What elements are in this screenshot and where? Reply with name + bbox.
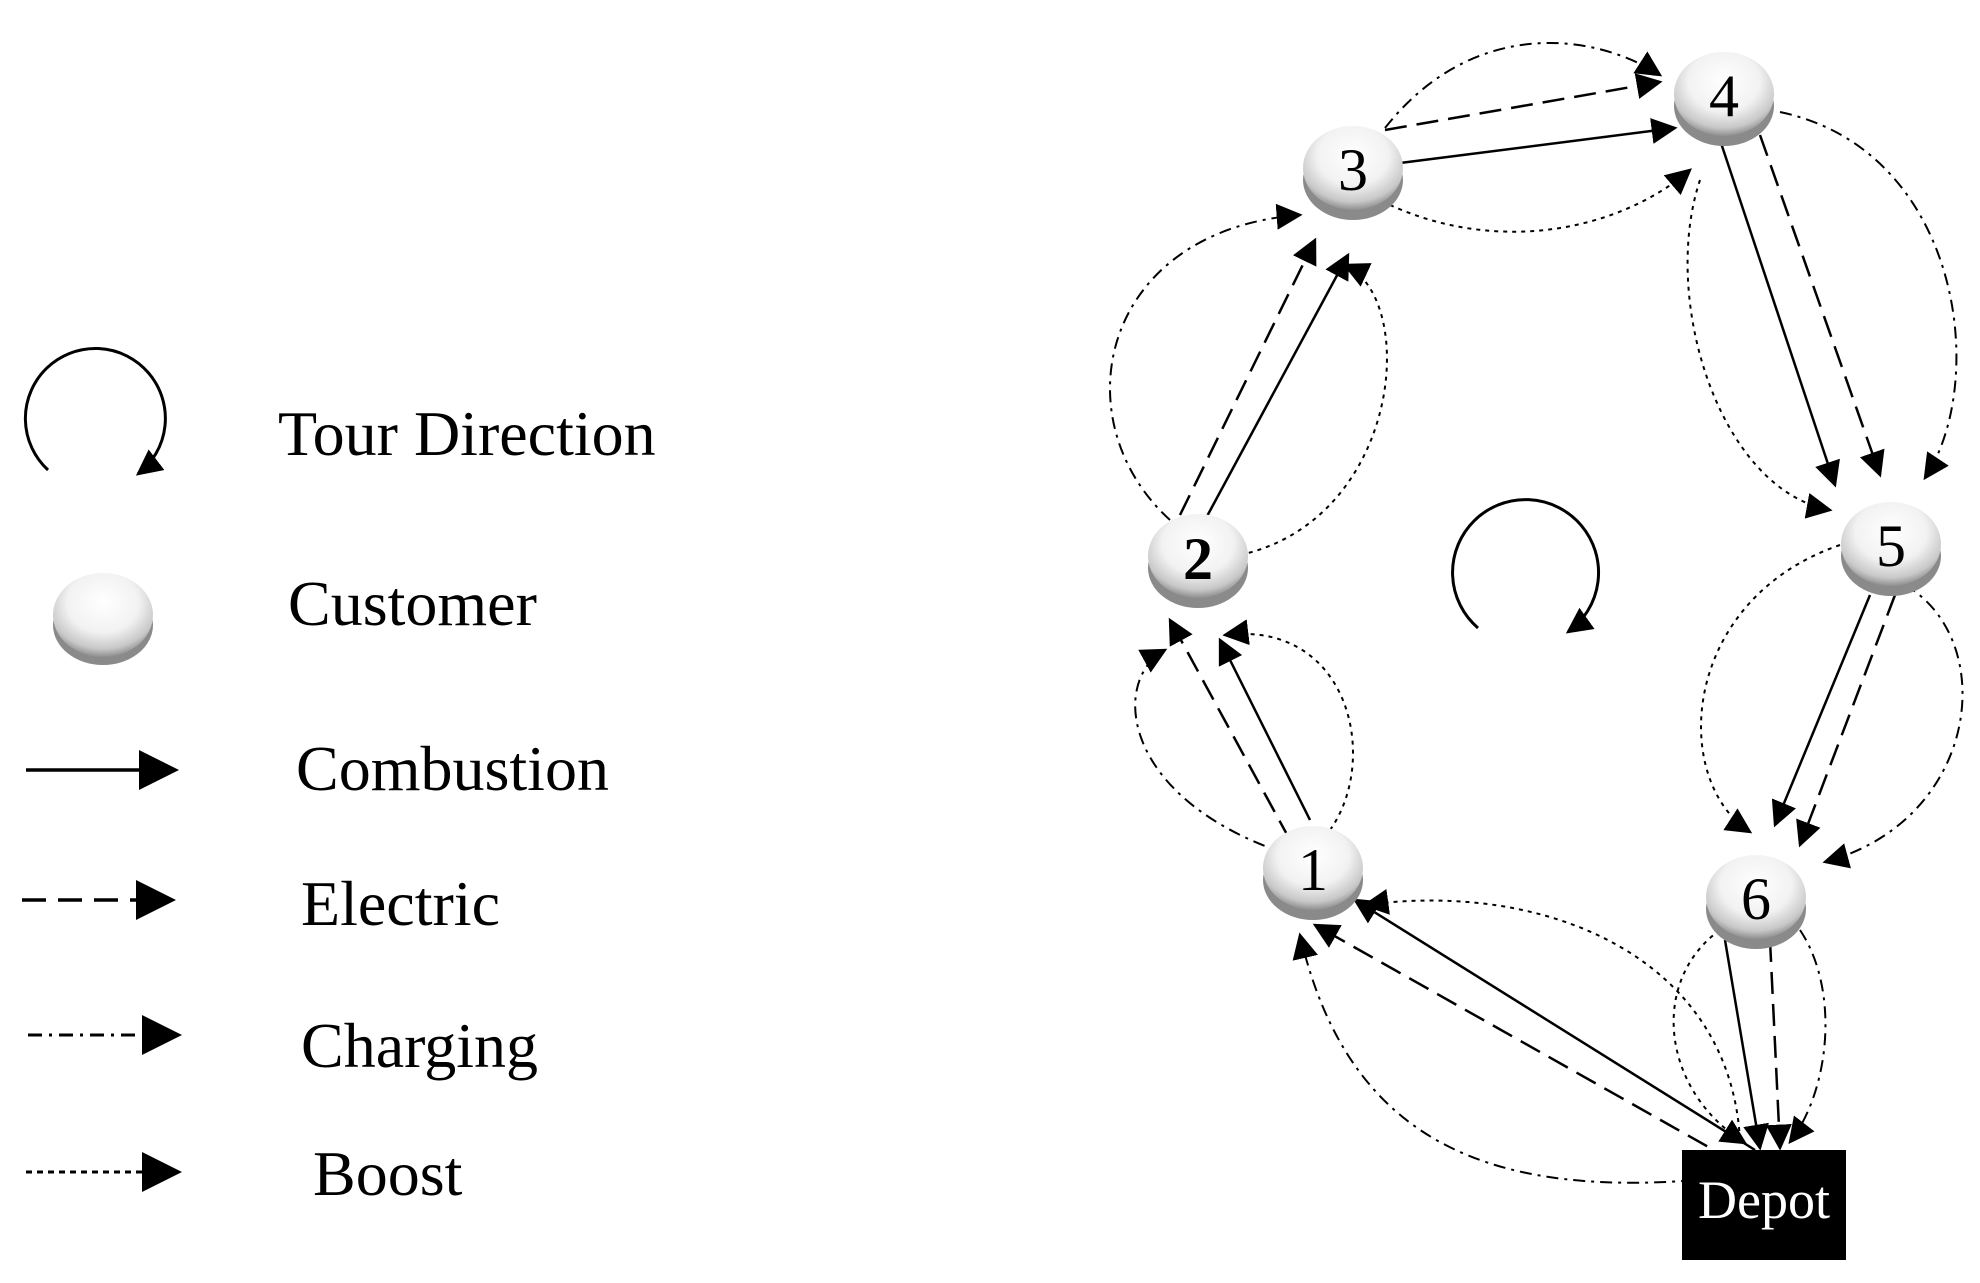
customer-node-5: 5 <box>1841 502 1941 596</box>
edge-depot-1-combustion <box>1352 898 1756 1152</box>
edge-5-6-electric <box>1796 594 1897 848</box>
edge-1-2-combustion <box>1218 637 1312 821</box>
edge-5-6-boost <box>1700 544 1841 834</box>
edge-1-2-electric <box>1168 617 1292 841</box>
edge-5-6-combustion <box>1771 594 1872 828</box>
edge-depot-1-charging <box>1292 932 1721 1184</box>
legend-charging-label: Charging <box>301 1010 538 1081</box>
route-edges <box>1109 41 1964 1184</box>
node-label-4: 4 <box>1709 63 1739 129</box>
depot-node: Depot <box>1682 1150 1850 1262</box>
legend-tour-direction-label: Tour Direction <box>278 398 656 469</box>
customer-node-2: 2 <box>1148 514 1248 608</box>
edge-5-6-charging <box>1822 584 1964 869</box>
edge-4-5-charging <box>1779 111 1958 481</box>
edge-3-4-electric <box>1384 73 1663 132</box>
customer-node-6: 6 <box>1706 855 1806 949</box>
customer-node-1: 1 <box>1263 826 1363 920</box>
edge-depot-1-electric <box>1312 923 1736 1164</box>
tour-direction-icon <box>23 347 167 476</box>
customer-icon <box>53 573 153 657</box>
node-label-5: 5 <box>1876 513 1906 579</box>
node-label-1: 1 <box>1298 837 1328 903</box>
edge-4-5-combustion <box>1718 139 1840 488</box>
legend-combustion-label: Combustion <box>296 733 609 804</box>
edge-depot-1-boost <box>1362 888 1741 1141</box>
edge-6-depot-boost <box>1672 929 1748 1145</box>
edge-3-4-charging <box>1384 41 1663 129</box>
node-label-6: 6 <box>1741 866 1771 932</box>
legend: Tour Direction Customer Combustion Elect… <box>22 347 656 1209</box>
node-label-3: 3 <box>1338 137 1368 203</box>
edge-2-3-charging <box>1109 203 1303 521</box>
edge-6-depot-combustion <box>1723 939 1769 1151</box>
legend-customer-label: Customer <box>288 568 537 639</box>
legend-electric-label: Electric <box>301 868 500 939</box>
edge-4-5-electric <box>1758 134 1885 478</box>
depot-label: Depot <box>1698 1170 1830 1230</box>
edge-6-depot-electric <box>1765 939 1792 1151</box>
edge-2-3-combustion <box>1203 252 1350 521</box>
legend-boost-label: Boost <box>313 1138 463 1209</box>
edge-1-2-charging <box>1134 648 1291 856</box>
node-label-2: 2 <box>1183 526 1213 592</box>
edge-2-3-electric <box>1178 237 1317 516</box>
customer-node-4: 4 <box>1674 52 1774 146</box>
edge-2-3-boost <box>1239 263 1388 556</box>
edge-1-2-boost <box>1222 619 1354 831</box>
tour-direction-center-icon <box>1451 498 1601 634</box>
edge-6-depot-charging <box>1788 929 1827 1145</box>
edge-4-5-boost <box>1686 179 1833 519</box>
customer-node-3: 3 <box>1303 126 1403 220</box>
edge-3-4-boost <box>1389 168 1692 233</box>
edge-3-4-combustion <box>1399 118 1678 165</box>
